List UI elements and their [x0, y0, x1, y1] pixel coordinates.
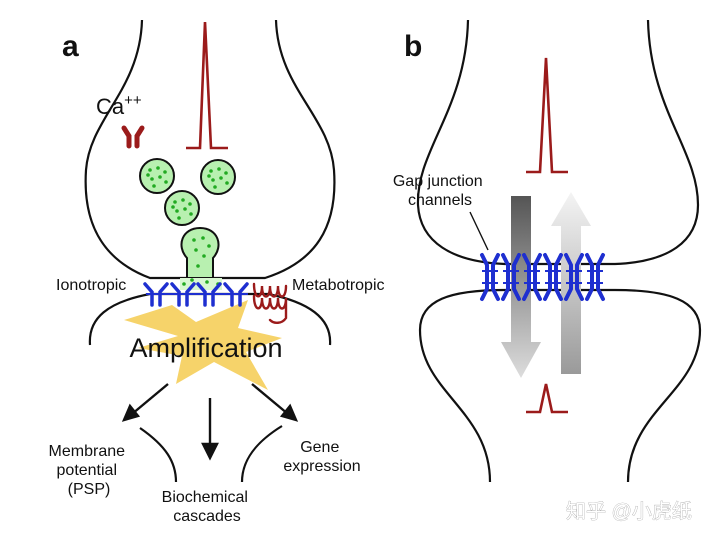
vesicle: [164, 190, 200, 226]
output-arrows: [121, 383, 299, 461]
gap-junction-label: Gap junction channels: [393, 173, 487, 209]
lower-action-potential: [526, 383, 568, 414]
gene-expression-label: Gene expression: [283, 439, 360, 475]
vesicle: [139, 158, 175, 194]
upper-action-potential: [526, 57, 568, 174]
lower-cell-membrane: [418, 288, 702, 483]
amplification-star: [124, 300, 282, 390]
panel-a: a Ca++: [49, 19, 385, 525]
dendrite-right-edge: [240, 425, 283, 483]
calcium-channel-icon: [121, 125, 145, 149]
metabotropic-label: Metabotropic: [292, 277, 385, 294]
ionotropic-label: Ionotropic: [56, 277, 126, 294]
membrane-potential-label: Membrane potential (PSP): [49, 443, 130, 498]
watermark: 知乎 @小虎纸: [566, 500, 692, 523]
ionotropic-receptors: [143, 282, 249, 307]
calcium-label: Ca++: [96, 92, 142, 119]
panel-a-letter: a: [62, 30, 79, 63]
panel-b-letter: b: [404, 30, 422, 63]
downward-current-arrow: [501, 196, 541, 378]
panel-b: b Gap junction channels: [393, 19, 702, 483]
amplification-label: Amplification: [129, 333, 282, 363]
biochemical-cascades-label: Biochemical cascades: [162, 489, 253, 525]
vesicle: [200, 159, 236, 195]
gap-junction-channels: [480, 253, 605, 301]
fusing-vesicle: [180, 226, 222, 290]
upper-cell-membrane: [416, 19, 700, 266]
gap-junction-pointer: [469, 211, 489, 251]
dendrite-left-edge: [139, 427, 178, 483]
metabotropic-receptor-icon: [252, 282, 288, 324]
action-potential-spike: [186, 21, 228, 150]
